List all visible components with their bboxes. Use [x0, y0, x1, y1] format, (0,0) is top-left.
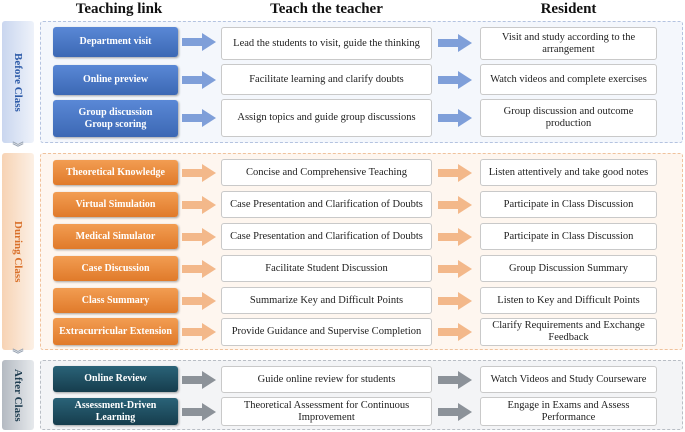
arrow-right-icon: [438, 34, 472, 52]
header-teaching-link: Teaching link: [75, 1, 163, 17]
step-online-preview: Online preview: [53, 65, 178, 95]
teacher-action-class-summary: Summarize Key and Difficult Points: [221, 287, 432, 314]
arrow-right-icon: [438, 228, 472, 246]
arrow-right-icon: [438, 164, 472, 182]
arrow-right-icon: [182, 164, 216, 182]
teacher-action-department-visit: Lead the students to visit, guide the th…: [221, 27, 432, 60]
arrow-right-icon: [438, 71, 472, 89]
step-group-discussion: Group discussion Group scoring: [53, 100, 178, 137]
header-resident: Resident: [540, 1, 597, 17]
teacher-action-theoretical-knowledge: Concise and Comprehensive Teaching: [221, 159, 432, 186]
chevron-down-icon: ︾: [12, 142, 24, 154]
step-class-summary: Class Summary: [53, 288, 178, 313]
arrow-right-icon: [438, 292, 472, 310]
resident-action-online-preview: Watch videos and complete exercises: [480, 64, 657, 95]
step-theoretical-knowledge: Theoretical Knowledge: [53, 160, 178, 185]
step-assessment-driven-learning: Assessment-Driven Learning: [53, 398, 178, 425]
teacher-action-online-preview: Facilitate learning and clarify doubts: [221, 64, 432, 95]
arrow-right-icon: [182, 403, 216, 421]
header-teach-the-teacher: Teach the teacher: [270, 1, 383, 17]
arrow-right-icon: [182, 33, 216, 51]
step-extracurricular-extension: Extracurricular Extension: [53, 318, 178, 345]
arrow-right-icon: [182, 228, 216, 246]
arrow-right-icon: [438, 260, 472, 278]
teacher-action-extracurricular-extension: Provide Guidance and Supervise Completio…: [221, 318, 432, 346]
step-virtual-simulation: Virtual Simulation: [53, 192, 178, 217]
resident-action-online-review: Watch Videos and Study Courseware: [480, 366, 657, 393]
arrow-right-icon: [182, 71, 216, 89]
teacher-action-virtual-simulation: Case Presentation and Clarification of D…: [221, 191, 432, 218]
arrow-right-icon: [182, 371, 216, 389]
arrow-right-icon: [182, 109, 216, 127]
arrow-right-icon: [438, 196, 472, 214]
resident-action-case-discussion: Group Discussion Summary: [480, 255, 657, 282]
resident-action-assessment-driven-learning: Engage in Exams and Assess Performance: [480, 397, 657, 426]
arrow-right-icon: [182, 292, 216, 310]
phase-label-during-class: During Class: [2, 153, 34, 350]
resident-action-theoretical-knowledge: Listen attentively and take good notes: [480, 159, 657, 186]
teacher-action-group-discussion: Assign topics and guide group discussion…: [221, 99, 432, 137]
arrow-right-icon: [182, 323, 216, 341]
teacher-action-assessment-driven-learning: Theoretical Assessment for Continuous Im…: [221, 397, 432, 426]
resident-action-medical-simulator: Participate in Class Discussion: [480, 223, 657, 250]
arrow-right-icon: [438, 109, 472, 127]
step-case-discussion: Case Discussion: [53, 256, 178, 281]
phase-label-before-class: Before Class: [2, 21, 34, 143]
teacher-action-case-discussion: Facilitate Student Discussion: [221, 255, 432, 282]
resident-action-virtual-simulation: Participate in Class Discussion: [480, 191, 657, 218]
step-medical-simulator: Medical Simulator: [53, 224, 178, 249]
teacher-action-online-review: Guide online review for students: [221, 366, 432, 393]
arrow-right-icon: [438, 323, 472, 341]
arrow-right-icon: [438, 371, 472, 389]
arrow-right-icon: [182, 260, 216, 278]
arrow-right-icon: [182, 196, 216, 214]
step-online-review: Online Review: [53, 366, 178, 392]
resident-action-extracurricular-extension: Clarify Requirements and Exchange Feedba…: [480, 318, 657, 346]
resident-action-group-discussion: Group discussion and outcome production: [480, 99, 657, 137]
phase-label-after-class: After Class: [2, 360, 34, 430]
step-department-visit: Department visit: [53, 27, 178, 57]
resident-action-department-visit: Visit and study according to the arrange…: [480, 27, 657, 60]
arrow-right-icon: [438, 403, 472, 421]
teacher-action-medical-simulator: Case Presentation and Clarification of D…: [221, 223, 432, 250]
resident-action-class-summary: Listen to Key and Difficult Points: [480, 287, 657, 314]
chevron-down-icon: ︾: [12, 349, 24, 361]
